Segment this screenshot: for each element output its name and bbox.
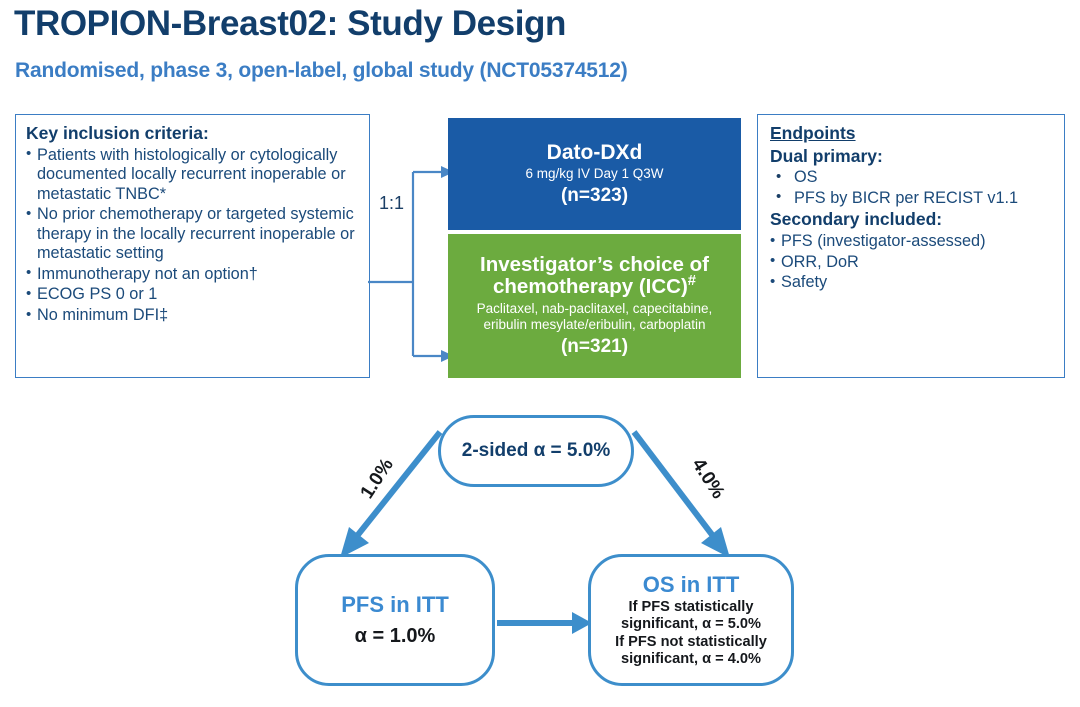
alpha-root-label: 2-sided α = 5.0% [461,440,611,461]
list-item: ORR, DoR [770,252,1054,273]
arrowhead-lower [441,350,454,362]
treatment-arm-icc: Investigator’s choice of chemotherapy (I… [448,234,741,378]
secondary-endpoints-heading: Secondary included: [770,209,943,230]
alpha-allocation-arrows [340,430,730,634]
list-item: OS [770,168,1054,188]
endpoints-heading: Endpoints [770,123,856,143]
criteria-item-text: No minimum DFI‡ [37,306,169,325]
arm-drugs-line2: eribulin mesylate/eribulin, carboplatin [483,317,706,333]
arm-sample-size: (n=321) [560,336,629,358]
primary-endpoints-list: OS PFS by BICR per RECIST v1.1 [770,168,1054,208]
list-item: PFS by BICR per RECIST v1.1 [770,188,1054,209]
os-node-detail-line4: significant, α = 4.0% [621,650,761,667]
arm-dose: 6 mg/kg IV Day 1 Q3W [525,165,664,181]
pfs-node-alpha: α = 1.0% [354,624,436,647]
list-item: ECOG PS 0 or 1 [26,285,359,305]
os-node-detail-line1: If PFS statistically [628,599,754,616]
os-node-detail-line2: significant, α = 5.0% [621,616,761,633]
endpoints-panel: Endpoints Dual primary: OS PFS by BICR p… [757,114,1065,378]
page-subtitle: Randomised, phase 3, open-label, global … [15,59,628,82]
secondary-endpoints-list: PFS (investigator-assessed) ORR, DoR Saf… [770,232,1054,293]
arm-name-text: chemotherapy (ICC) [493,275,688,299]
pfs-node-heading: PFS in ITT [341,592,449,618]
list-item: No minimum DFI‡ [26,306,359,326]
arrowhead-pfs-to-os [572,612,592,634]
list-item: PFS (investigator-assessed) [770,232,1054,252]
endpoint-text: ORR, DoR [781,252,859,271]
alpha-root-node: 2-sided α = 5.0% [438,415,634,487]
endpoint-text: Safety [781,273,828,292]
arrowhead-left-branch [340,527,369,558]
os-node-detail-line3: If PFS not statistically [615,633,767,650]
endpoint-text: PFS (investigator-assessed) [781,232,986,251]
os-itt-node: OS in ITT If PFS statistically significa… [588,554,794,686]
arm-drugs-line1: Paclitaxel, nab-paclitaxel, capecitabine… [476,300,713,316]
arrowhead-right-branch [701,527,730,558]
arm-name-line1: Investigator’s choice of [480,252,709,276]
pfs-itt-node: PFS in ITT α = 1.0% [295,554,495,686]
criteria-list: Patients with histologically or cytologi… [26,145,359,326]
list-item: Safety [770,273,1054,293]
list-item: Patients with histologically or cytologi… [26,145,359,205]
arrowhead-upper [441,166,454,178]
criteria-item-text: No prior chemotherapy or targeted system… [37,205,355,263]
arm-name-footnote-marker: # [687,273,696,290]
arm-name-line2: chemotherapy (ICC)# [493,273,696,299]
criteria-item-text: ECOG PS 0 or 1 [37,285,158,304]
arm-sample-size: (n=323) [560,185,629,207]
primary-endpoints-heading: Dual primary: [770,145,883,166]
randomisation-connector [368,166,454,362]
randomisation-ratio-label: 1:1 [379,193,405,213]
criteria-heading: Key inclusion criteria: [26,123,209,143]
page-title: TROPION-Breast02: Study Design [14,4,566,43]
list-item: No prior chemotherapy or targeted system… [26,205,359,264]
criteria-item-text: Patients with histologically or cytologi… [37,145,346,203]
key-inclusion-criteria-panel: Key inclusion criteria: Patients with hi… [15,114,370,378]
list-item: Immunotherapy not an option† [26,264,359,285]
endpoint-text: PFS by BICR per RECIST v1.1 [794,188,1019,207]
endpoint-text: OS [794,168,818,187]
treatment-arm-dato-dxd: Dato-DXd 6 mg/kg IV Day 1 Q3W (n=323) [448,118,741,230]
os-node-heading: OS in ITT [642,571,740,597]
criteria-item-text: Immunotherapy not an option† [37,264,258,283]
arm-name: Dato-DXd [546,140,643,164]
